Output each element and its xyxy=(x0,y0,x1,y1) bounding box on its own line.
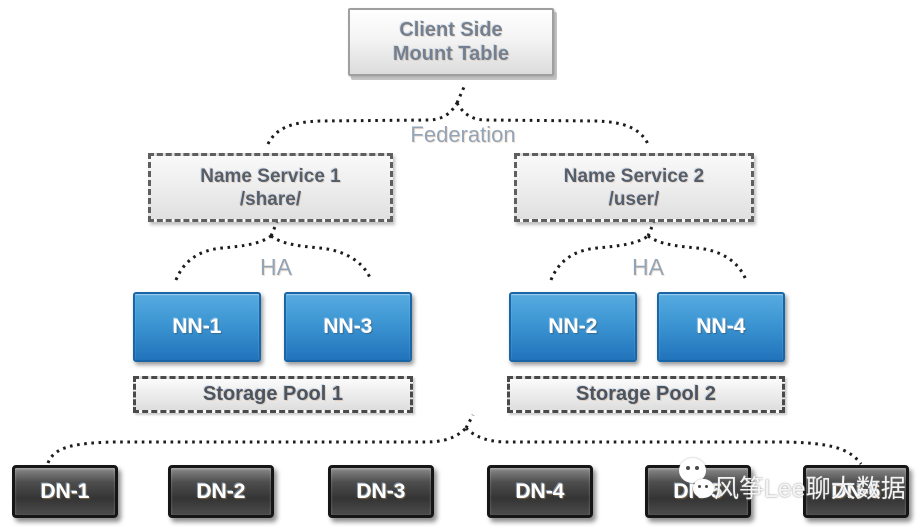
ha-brace-left xyxy=(174,221,373,281)
datanode-box-dn2: DN-2 xyxy=(168,465,274,518)
wechat-bubble-small xyxy=(693,479,714,498)
datanode-box-dn4: DN-4 xyxy=(487,465,593,518)
name-service-2-title: Name Service 2 xyxy=(563,165,705,187)
wechat-bubble-large xyxy=(679,458,706,483)
ha-label-left: HA xyxy=(260,254,292,280)
namenode-box-nn3: NN-3 xyxy=(284,292,412,362)
ha-label-right: HA xyxy=(632,254,664,280)
storage-pool-2-box: Storage Pool 2 xyxy=(507,376,785,413)
federation-brace xyxy=(266,86,650,145)
datanode-box-dn6: DN-6 xyxy=(803,465,909,518)
watermark: 风筝Lee聊大数据 xyxy=(676,456,916,506)
wechat-bubble-eye xyxy=(705,485,708,488)
name-service-1-path: /share/ xyxy=(239,188,302,210)
storage-pool-1-box: Storage Pool 1 xyxy=(133,376,413,413)
name-service-2-box: Name Service 2 /user/ xyxy=(514,153,754,222)
namenode-box-nn1: NN-1 xyxy=(133,292,261,362)
datanode-brace xyxy=(46,414,863,465)
client-box-line1: Client Side xyxy=(399,19,503,41)
client-box-line2: Mount Table xyxy=(392,43,510,65)
name-service-1-box: Name Service 1 /share/ xyxy=(148,153,393,222)
name-service-2-path: /user/ xyxy=(608,188,660,210)
federation-label: Federation xyxy=(410,122,516,147)
datanode-box-dn3: DN-3 xyxy=(328,465,434,518)
wechat-bubble-eye xyxy=(698,485,701,488)
client-side-mount-table-box: Client Side Mount Table xyxy=(348,8,554,76)
ha-brace-right xyxy=(549,221,748,281)
datanode-box-dn1: DN-1 xyxy=(12,465,118,518)
namenode-box-nn4: NN-4 xyxy=(657,292,785,362)
wechat-bubble-eye xyxy=(686,466,690,470)
namenode-box-nn2: NN-2 xyxy=(509,292,637,362)
name-service-1-title: Name Service 1 xyxy=(200,165,341,187)
wechat-bubble-eye xyxy=(695,466,699,470)
watermark-text: 风筝Lee聊大数据 xyxy=(714,475,906,503)
